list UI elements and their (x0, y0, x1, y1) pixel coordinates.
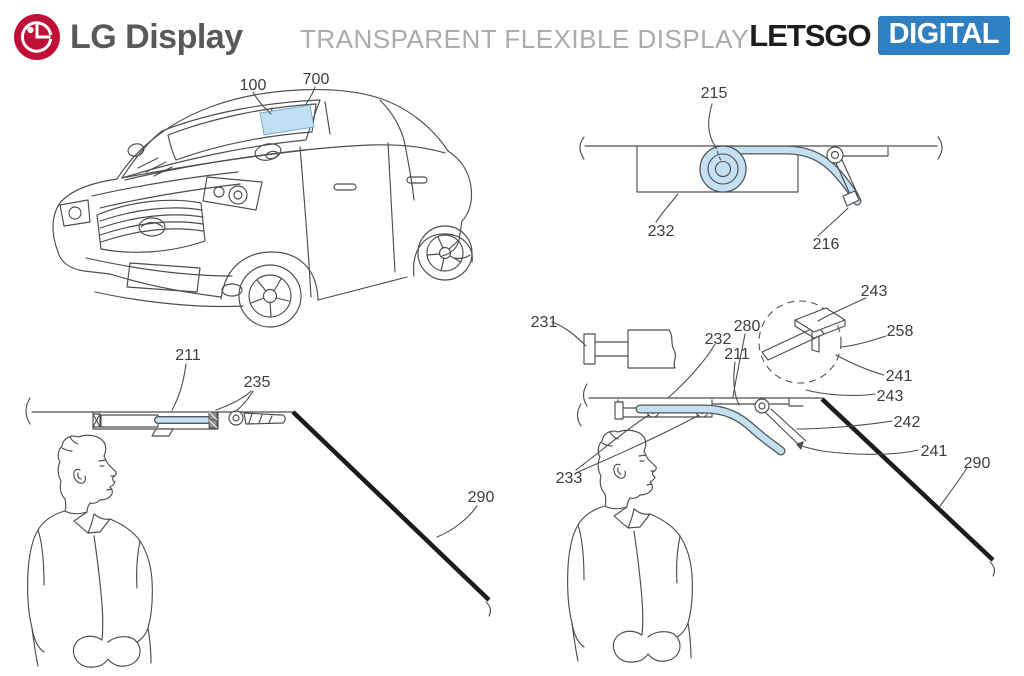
label-215: 215 (701, 85, 728, 102)
break-mark (25, 397, 31, 425)
leader-216 (817, 207, 849, 237)
leader-290 (436, 505, 478, 538)
label-290: 290 (468, 489, 495, 506)
leader-100 (252, 91, 272, 115)
leader-211 (171, 363, 187, 411)
fig-car-overview: 100 700 (52, 71, 473, 328)
leader-700 (305, 86, 316, 105)
label-243-mid: 243 (877, 388, 904, 405)
fig-cabin-view: 211 235 290 (25, 347, 495, 617)
hinge (228, 410, 244, 426)
label-290: 290 (964, 455, 991, 472)
flexible-display-band-outline (635, 404, 786, 456)
line-end-mark (485, 601, 492, 617)
label-211: 211 (175, 347, 201, 364)
leader-290 (939, 467, 968, 507)
leader-232 (667, 343, 716, 399)
leader-280 (732, 333, 746, 398)
support-arm (764, 408, 807, 447)
person-right (567, 429, 693, 663)
label-231: 231 (531, 314, 558, 331)
brand-digital-badge: DIGITAL (877, 16, 1010, 55)
lg-symbol-icon (14, 14, 60, 60)
hinge (826, 146, 844, 164)
brand-letsgo-text: LETSGO (749, 17, 871, 53)
label-216: 216 (813, 236, 840, 253)
leader-258 (840, 335, 887, 348)
leader-235 (215, 390, 254, 413)
leader-242 (796, 420, 893, 430)
housing-box (636, 146, 799, 193)
label-242: 242 (894, 414, 921, 431)
label-280: 280 (734, 318, 761, 335)
leader-233 (575, 414, 700, 473)
label-100: 100 (240, 77, 267, 94)
leader-241a (835, 354, 885, 376)
label-235: 235 (244, 374, 271, 391)
break-marks (579, 136, 943, 160)
roller (699, 145, 747, 193)
label-233: 233 (556, 470, 583, 487)
leader-211 (733, 361, 740, 406)
label-232: 232 (705, 331, 732, 348)
label-211: 211 (724, 346, 750, 363)
break-marks (576, 383, 588, 427)
leader-243b (805, 389, 876, 396)
car-drawing (52, 89, 473, 328)
leader-215 (708, 103, 716, 147)
label-258: 258 (887, 323, 914, 340)
label-243-top: 243 (861, 283, 888, 300)
lg-display-logo: LG Display (12, 12, 243, 62)
page-title: TRANSPARENT FLEXIBLE DISPLAY (300, 24, 749, 54)
label-700: 700 (303, 71, 330, 88)
label-241-low: 241 (921, 443, 948, 460)
fig-roller-mechanism: 215 232 216 (579, 85, 943, 253)
line-end-mark (989, 561, 996, 577)
leader-215-dashed (714, 145, 722, 162)
leader-241b (798, 444, 919, 455)
letsgodigital-logo: LETSGO DIGITAL (749, 16, 1010, 55)
display-housing (92, 411, 219, 437)
sunvisor-line-290 (291, 410, 491, 602)
bracket (243, 412, 286, 425)
display-end-cap (842, 190, 860, 207)
windshield-display-patch (259, 104, 315, 136)
leader-243a (817, 297, 867, 322)
label-241-top: 241 (886, 368, 913, 385)
step-bracket (788, 397, 804, 407)
leader-232 (655, 193, 679, 223)
drive-motor (583, 329, 676, 369)
lg-logo-text: LG Display (70, 17, 243, 56)
label-232: 232 (648, 223, 675, 240)
fig-deployment-mechanism: 231 232 280 211 243 258 241 243 242 241 … (531, 283, 996, 577)
leader-231 (551, 321, 587, 347)
person-left (27, 434, 153, 668)
flexible-display-band (636, 405, 785, 455)
